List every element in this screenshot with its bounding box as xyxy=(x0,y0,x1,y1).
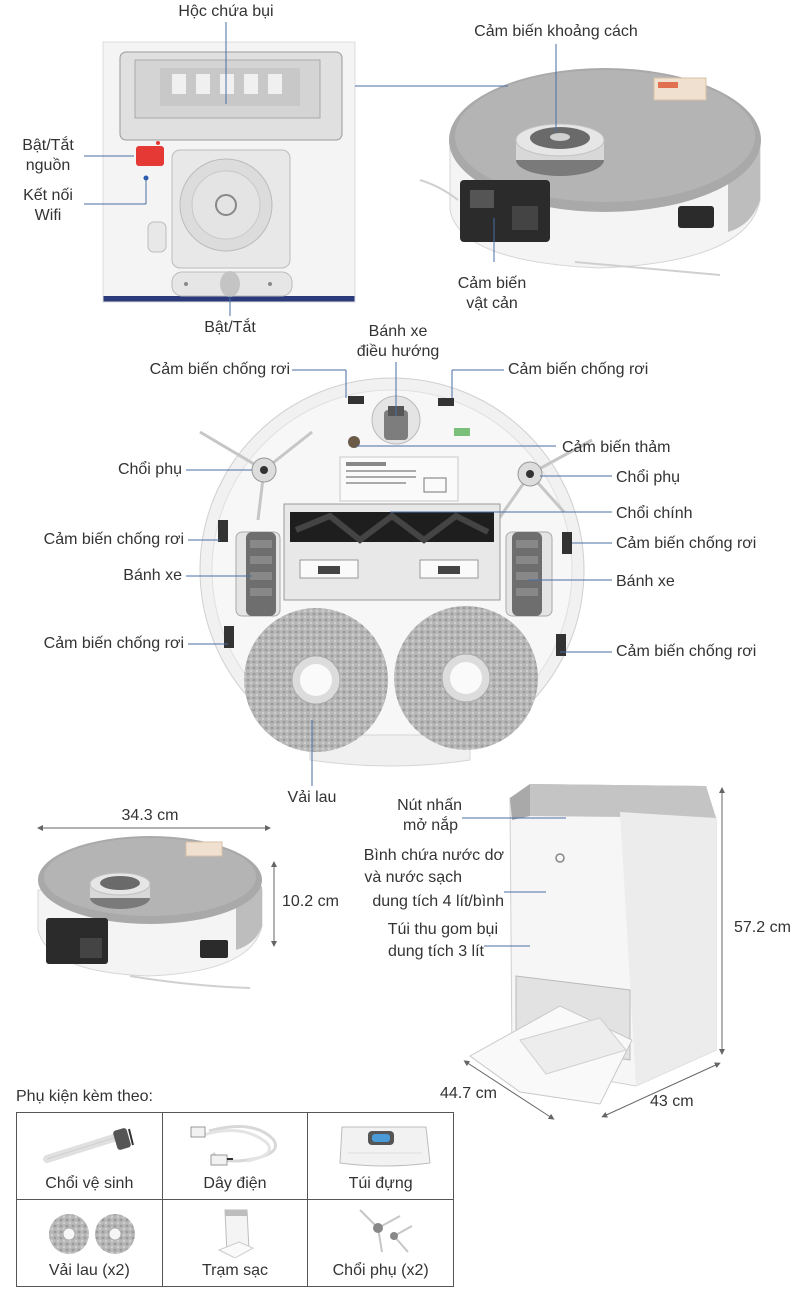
accessory-power-cord: Dây điện xyxy=(161,1112,309,1200)
label-side-brush-right: Chổi phụ xyxy=(616,469,681,486)
dim-robot-height: 10.2 cm xyxy=(282,893,339,910)
label-nav-wheel-line2: điều hướng xyxy=(356,343,440,360)
charging-station-icon xyxy=(217,1209,254,1258)
label-wheel-right: Bánh xe xyxy=(616,573,675,590)
label-wifi-line2: Wifi xyxy=(34,207,62,224)
label-cliff-top-left: Cảm biến chống rơi xyxy=(149,361,290,378)
label-carpet-sensor: Cảm biến thảm xyxy=(562,439,671,456)
accessory-label: Dây điện xyxy=(203,1175,267,1192)
side-brush-left xyxy=(199,430,313,521)
label-dust-box: Hộc chứa bụi xyxy=(178,3,274,20)
robot-bottom-view xyxy=(199,377,593,767)
accessory-cleaning-brush: Chổi vệ sinh xyxy=(16,1112,163,1200)
accessory-label: Túi đựng xyxy=(348,1175,413,1192)
accessory-label: Chổi phụ (x2) xyxy=(332,1262,429,1279)
label-cliff-bottom-right: Cảm biến chống rơi xyxy=(616,643,757,660)
label-side-brush-left: Chổi phụ xyxy=(117,461,182,478)
dim-station-depth: 44.7 cm xyxy=(440,1085,497,1102)
mop-pad-right xyxy=(394,606,538,750)
label-cliff-mid-left: Cảm biến chống rơi xyxy=(43,531,184,548)
label-cliff-bottom-left: Cảm biến chống rơi xyxy=(43,635,184,652)
label-bag-line1: Túi thu gom bụi xyxy=(387,921,498,938)
accessory-side-brush: Chổi phụ (x2) xyxy=(307,1199,454,1287)
accessory-charging-station: Trạm sạc xyxy=(161,1199,309,1287)
accessory-label: Vải lau (x2) xyxy=(48,1262,130,1279)
label-button-line2: mở nắp xyxy=(403,817,458,834)
dim-station-height: 57.2 cm xyxy=(734,919,791,936)
label-onoff: Bật/Tắt xyxy=(204,319,256,336)
accessory-dust-bag: Túi đựng xyxy=(307,1112,454,1200)
label-button-line1: Nút nhấn xyxy=(397,797,462,814)
dim-station-width: 43 cm xyxy=(650,1093,694,1110)
label-power-line2: nguồn xyxy=(25,157,71,174)
mop-pad-left xyxy=(244,608,388,752)
dust-bag-icon xyxy=(339,1126,431,1167)
power-cord-icon xyxy=(190,1125,277,1166)
label-nav-wheel-line1: Bánh xe xyxy=(368,323,428,340)
accessories-table: Chổi vệ sinh Dây điện Túi đựng xyxy=(16,1112,454,1287)
label-obstacle-line1: Cảm biến xyxy=(457,275,527,292)
dim-robot-width: 34.3 cm xyxy=(121,807,179,824)
label-cliff-top-right: Cảm biến chống rơi xyxy=(508,361,649,378)
label-cliff-mid-right: Cảm biến chống rơi xyxy=(616,535,757,552)
label-mop: Vải lau xyxy=(287,789,337,806)
power-button-red xyxy=(136,146,164,166)
leader-lines xyxy=(84,22,612,947)
accessory-label: Trạm sạc xyxy=(201,1262,269,1279)
accessory-label: Chổi vệ sinh xyxy=(45,1175,134,1192)
label-main-brush: Chổi chính xyxy=(616,505,693,522)
docking-station xyxy=(463,784,725,1120)
wifi-indicator xyxy=(143,175,149,181)
label-wifi-line1: Kết nối xyxy=(23,187,73,204)
closeup-open-lid xyxy=(102,41,356,303)
label-distance-sensor: Cảm biến khoảng cách xyxy=(474,23,638,40)
wheel-left xyxy=(235,531,281,617)
robot-perspective-top xyxy=(419,68,761,276)
mop-pads-icon xyxy=(49,1214,135,1254)
robot-dimension-view xyxy=(37,825,277,989)
side-brush-icon xyxy=(359,1209,413,1253)
accessory-mop-pads: Vải lau (x2) xyxy=(16,1199,163,1287)
label-tank-line1: Bình chứa nước dơ xyxy=(363,847,504,864)
label-tank-line3: dung tích 4 lít/bình xyxy=(372,893,504,910)
label-tank-line2: và nước sạch xyxy=(364,869,462,886)
label-obstacle-line2: vật cản xyxy=(466,295,518,312)
accessories-title: Phụ kiện kèm theo: xyxy=(16,1088,153,1105)
label-power-line1: Bật/Tắt xyxy=(22,137,74,154)
label-bag-line2: dung tích 3 lít xyxy=(387,943,484,960)
cleaning-brush-icon xyxy=(43,1128,134,1163)
label-wheel-left: Bánh xe xyxy=(123,567,182,584)
wheel-right xyxy=(505,531,553,617)
